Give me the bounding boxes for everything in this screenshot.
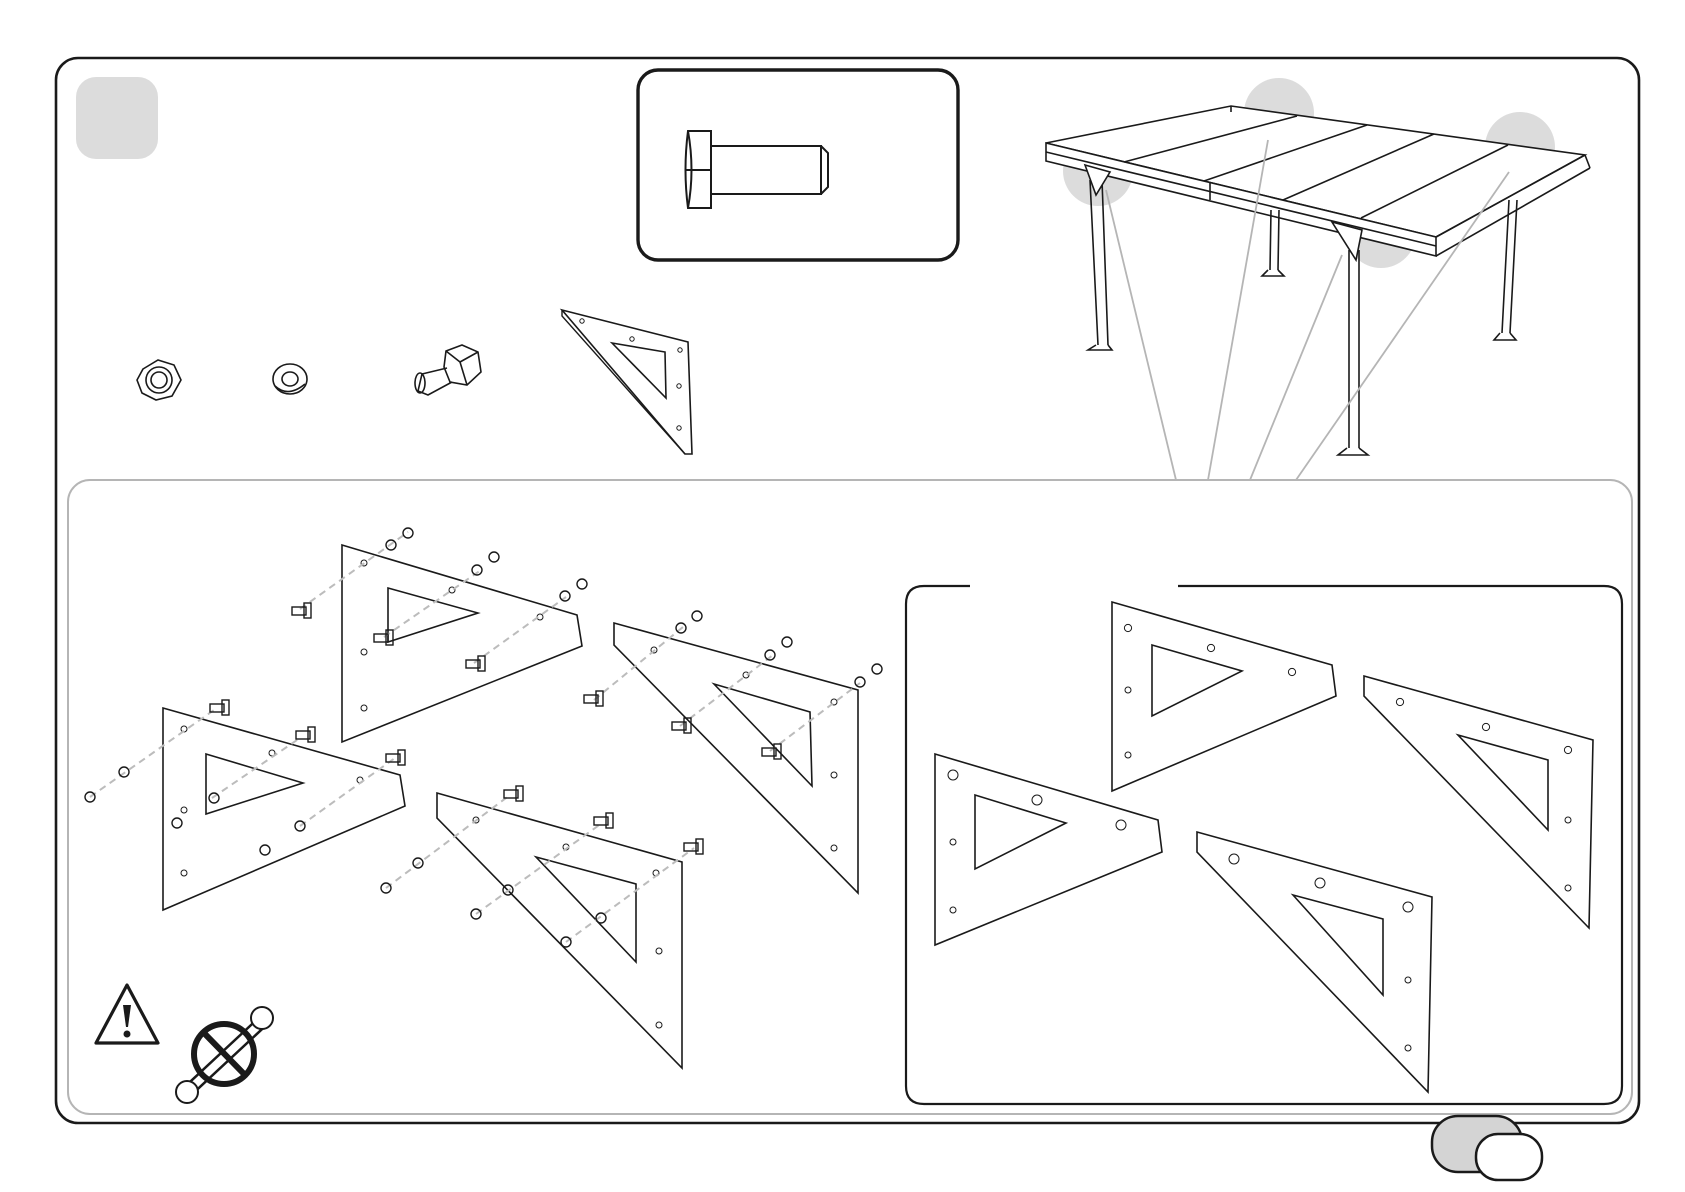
exploded-assembly xyxy=(85,528,882,1103)
bracket-plate-part xyxy=(562,310,692,454)
hex-bolt-part xyxy=(415,345,481,395)
carport-overview xyxy=(1046,78,1590,480)
warning-triangle-icon xyxy=(96,985,158,1043)
washer xyxy=(560,591,570,601)
nut xyxy=(489,552,499,562)
nut xyxy=(872,664,882,674)
exploded-plate-a xyxy=(300,532,582,742)
bolt xyxy=(292,603,311,618)
bolt xyxy=(210,700,229,715)
bolt xyxy=(584,691,603,706)
exploded-plate-d xyxy=(386,793,694,1068)
result-panel xyxy=(906,586,1622,1104)
nut xyxy=(577,579,587,589)
step-badge xyxy=(76,77,158,159)
exploded-plate-c xyxy=(90,708,405,910)
bolt xyxy=(296,727,315,742)
parts-list xyxy=(137,310,692,454)
bolt xyxy=(504,786,523,801)
assembled-plate-d xyxy=(1197,832,1432,1092)
washer-part xyxy=(273,364,307,394)
assembled-plate-a xyxy=(1112,602,1336,791)
washer xyxy=(855,677,865,687)
no-power-tool-icon xyxy=(176,1007,273,1103)
nut xyxy=(692,611,702,621)
bolt-detail-box xyxy=(638,70,958,260)
page-number-tab xyxy=(1432,1116,1542,1180)
bolt-detail-drawing xyxy=(686,131,829,208)
bolt xyxy=(684,839,703,854)
nut xyxy=(782,637,792,647)
lock-nut-part xyxy=(137,360,181,400)
